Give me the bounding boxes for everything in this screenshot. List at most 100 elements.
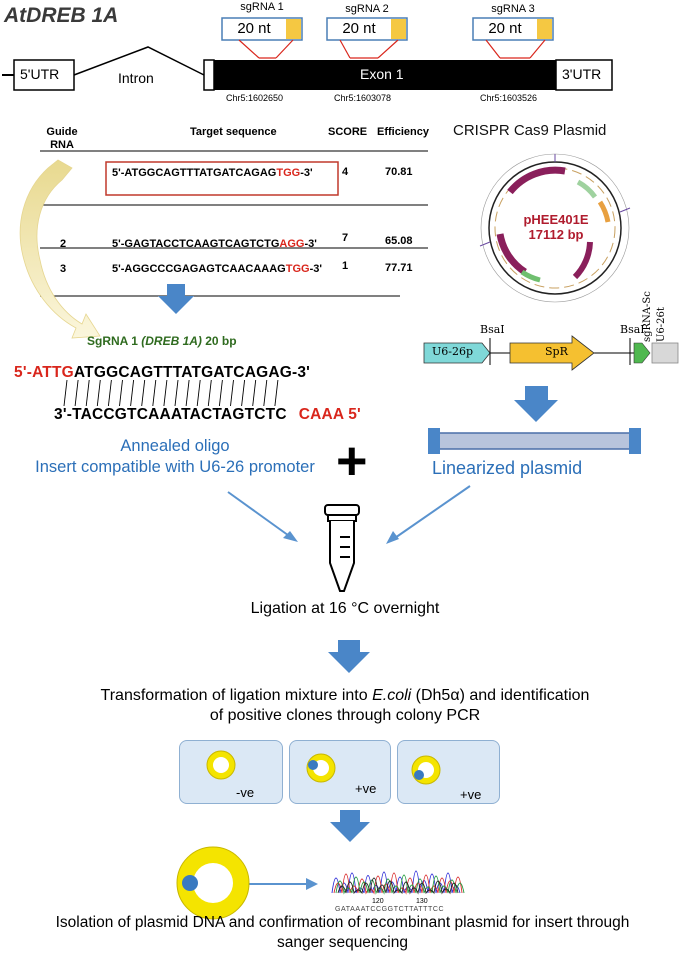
base-pair-line: [107, 379, 112, 407]
arrow-down-ligation: [328, 640, 370, 673]
base-pair-line: [163, 379, 168, 407]
isolation-line1: Isolation of plasmid DNA and confirmatio…: [55, 914, 630, 931]
insert-compatible-label: Insert compatible with U6-26 promoter: [35, 458, 315, 476]
oligo-label: SgRNA 1 (DREB 1A) 20 bp: [87, 334, 237, 348]
base-pair-line: [230, 379, 234, 407]
chromatogram-bases: GATAAATCCGGTCTTATTTCC: [335, 906, 445, 913]
cassette-spr-label: SpR: [545, 345, 568, 358]
plasmid-map: [479, 153, 631, 303]
tube-icon: [324, 504, 360, 592]
base-pair-line: [119, 379, 123, 407]
u6-promoter-shape: [423, 342, 491, 364]
chromatogram-tick-130: 130: [416, 898, 428, 905]
row2-guide: 2: [60, 238, 67, 250]
arrow-down-table: [158, 284, 194, 314]
sgrna-nt-2: 20 nt: [342, 20, 376, 37]
sgrna-nt-1: 20 nt: [237, 20, 271, 37]
gene-structure-diagram: [2, 17, 613, 91]
dish-positive-1: [289, 740, 391, 804]
plasmid-size: 17112 bp: [528, 227, 584, 242]
gene-title: AtDREB 1A: [4, 4, 119, 27]
base-pair-line: [196, 379, 201, 407]
selected-guide-box: [105, 161, 339, 196]
row2-efficiency: 65.08: [385, 235, 413, 247]
base-pair-line: [218, 379, 223, 407]
utr5-box: [13, 59, 75, 91]
row3-score: 1: [342, 260, 349, 272]
transformation-line1: Transformation of ligation mixture into …: [100, 687, 590, 704]
spr-shape: [509, 335, 595, 371]
sgrna-scaffold-shape: [633, 342, 651, 364]
cassette-sgrna-sc-label: sgRNA-Sc: [642, 291, 653, 342]
recombinant-plasmid-ring: [176, 846, 250, 920]
sgrna-label-1: sgRNA 1: [240, 1, 284, 13]
row1-sequence: 5'-ATGGCAGTTTATGATCAGAGTGG-3': [112, 167, 313, 179]
base-pair-line: [152, 379, 157, 407]
utr5-label: 5'UTR: [20, 66, 60, 82]
header-guide-rna: Guide RNA: [46, 126, 78, 151]
dish-label-negative: -ve: [236, 785, 255, 800]
row3-efficiency: 77.71: [385, 262, 413, 274]
row1-score: 4: [342, 166, 349, 178]
base-pair-line: [185, 379, 190, 407]
dish-label-positive-1: +ve: [355, 781, 377, 796]
base-pair-line: [263, 379, 268, 407]
annealed-oligo-label: Annealed oligo: [120, 437, 230, 455]
position-2: Chr5:1603078: [334, 93, 392, 103]
plasmid-title: CRISPR Cas9 Plasmid: [453, 122, 607, 139]
ligation-label: Ligation at 16 °C overnight: [250, 600, 440, 617]
oligo-top-strand: 5'-ATTGATGGCAGTTTATGATCAGAG-3': [14, 364, 311, 381]
utr3-label: 3'UTR: [562, 66, 602, 82]
header-score: SCORE: [328, 126, 368, 138]
linearized-plasmid-label: Linearized plasmid: [432, 458, 583, 478]
base-pair-line: [74, 379, 79, 407]
transformation-line2: of positive clones through colony PCR: [209, 707, 481, 724]
row3-guide: 3: [60, 263, 67, 275]
base-pair-line: [252, 379, 257, 407]
cassette-bsa1-label: BsaI: [480, 323, 505, 336]
plasmid-name: pHEE401E: [523, 212, 589, 227]
base-pair-line: [207, 379, 212, 407]
header-target-sequence: Target sequence: [190, 126, 277, 138]
sgrna-box-3: [472, 17, 554, 59]
chromatogram-tick-120: 120: [372, 898, 384, 905]
cassette-bsa2-label: BsaI: [620, 323, 645, 336]
base-pair-line: [141, 379, 146, 407]
base-pair-line: [274, 379, 279, 407]
sgrna-label-3: sgRNA 3: [491, 3, 535, 15]
row1-efficiency: 70.81: [385, 166, 413, 178]
colonies-layer: [206, 750, 441, 785]
exon-label: Exon 1: [360, 66, 404, 82]
isolation-line2: sanger sequencing: [277, 934, 408, 951]
header-efficiency: Efficiency: [377, 126, 429, 138]
base-pair-lines: [63, 379, 279, 407]
base-pair-line: [96, 379, 101, 407]
position-1: Chr5:1602650: [226, 93, 284, 103]
sgrna-box-1: [221, 17, 303, 59]
position-3: Chr5:1603526: [480, 93, 538, 103]
sgrna-box-2: [326, 17, 408, 59]
exon-box: [214, 60, 556, 90]
base-pair-line: [241, 379, 246, 407]
table-lines: [40, 150, 428, 297]
cassette-u6-label: U6-26p: [432, 345, 474, 358]
cassette-diagram: [423, 335, 679, 371]
intron-line: [73, 46, 205, 76]
intron-label: Intron: [118, 70, 154, 86]
row2-sequence: 5'-GAGTACCTCAAGTCAGTCTGAGG-3': [112, 238, 317, 250]
sgrna-nt-3: 20 nt: [488, 20, 522, 37]
linearized-plasmid-shape: [428, 428, 641, 454]
utr3-box: [555, 59, 613, 91]
cassette-u6t-label: U6-26t: [656, 307, 667, 342]
dish-label-positive-2: +ve: [460, 787, 482, 802]
arrow-down-dishes: [330, 810, 370, 842]
plus-sign: +: [336, 431, 368, 491]
row3-sequence: 5'-AGGCCCGAGAGTCAACAAAGTGG-3': [112, 263, 322, 275]
arrow-down-cassette: [514, 386, 558, 422]
sequencing-chromatogram: [331, 870, 465, 895]
u6-terminator-shape: [651, 342, 679, 364]
base-pair-line: [130, 379, 135, 407]
sgrna-label-2: sgRNA 2: [345, 3, 389, 15]
